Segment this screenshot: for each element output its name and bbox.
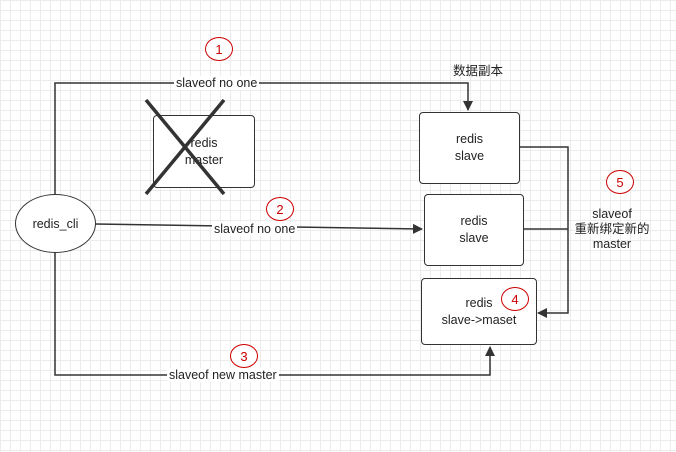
rebind-line3: master (592, 237, 632, 251)
edge-1-label: slaveof no one (174, 76, 260, 90)
step-1-badge: 1 (205, 37, 233, 61)
redis-cli-label: redis_cli (32, 216, 79, 231)
old-master-line2: master (184, 152, 224, 167)
edge-3-label: slaveof new master (167, 368, 279, 382)
data-copy-label: 数据副本 (453, 64, 504, 78)
slave-mid-line1: redis (460, 214, 488, 228)
slave-top-line1: redis (455, 132, 484, 146)
slave-mid-line2: slave (459, 231, 489, 245)
step-5-badge: 5 (606, 170, 634, 194)
old-master-node: redis master (153, 115, 255, 188)
redis-cli-node: redis_cli (15, 194, 96, 253)
edge-rebind-top (519, 146, 569, 318)
new-master-line2: slave->maset (441, 312, 517, 327)
slave-top-line2: slave (454, 149, 485, 163)
rebind-line1: slaveof (592, 207, 632, 221)
edge-1 (54, 82, 473, 195)
rebind-line2: 重新绑定新的 (574, 222, 650, 236)
step-4-badge: 4 (501, 287, 529, 311)
slave-top-node: redis slave (419, 112, 520, 184)
step-2-badge: 2 (266, 197, 294, 221)
edge-2-label: slaveof no one (212, 222, 298, 236)
rebind-note: slaveof 重新绑定新的 master (571, 207, 653, 252)
new-master-line1: redis (465, 295, 493, 310)
slave-mid-node: redis slave (424, 194, 524, 266)
step-3-badge: 3 (230, 344, 258, 368)
old-master-line1: redis (190, 135, 218, 150)
